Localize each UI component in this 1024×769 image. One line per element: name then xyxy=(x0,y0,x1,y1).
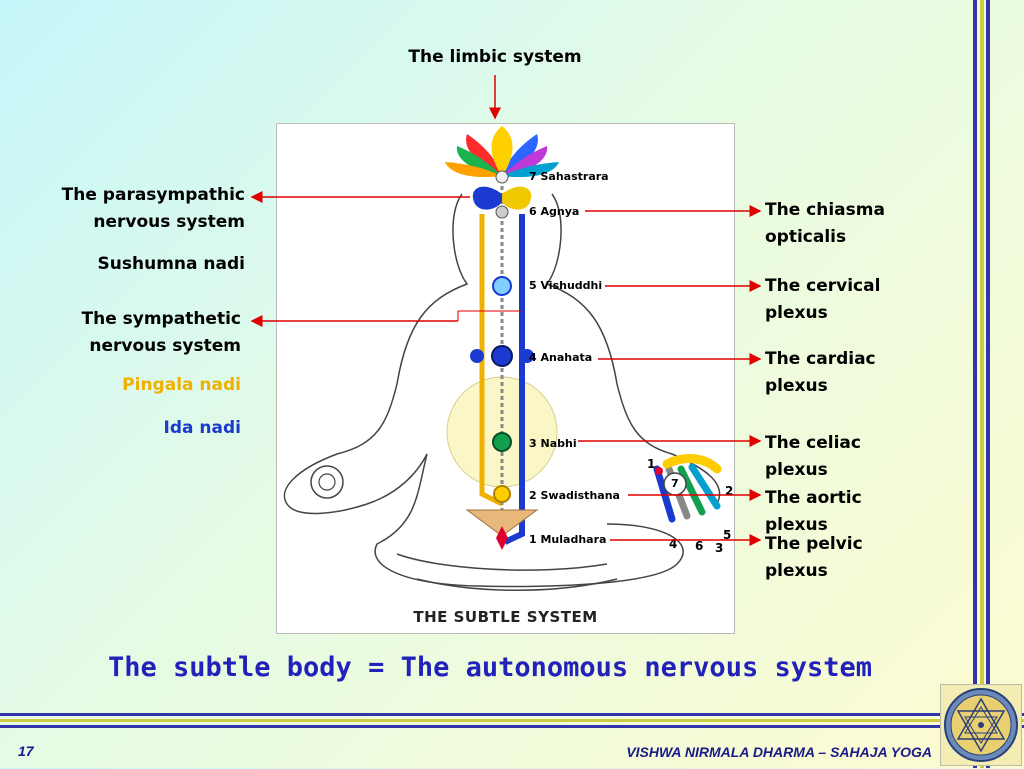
label-pelvic-line1: The pelvic xyxy=(765,534,863,554)
ida-channel xyxy=(503,214,525,545)
label-cardiac-line2: plexus xyxy=(765,376,828,396)
label-cervical: The cervical plexus xyxy=(765,273,880,327)
label-parasympathetic-line2: nervous system xyxy=(93,212,245,232)
chakra-anahata-right xyxy=(520,349,534,363)
label-sushumna: Sushumna nadi xyxy=(97,254,245,274)
label-cardiac: The cardiac plexus xyxy=(765,346,876,400)
hand-number-2: 2 xyxy=(725,484,734,498)
label-chiasma-line1: The chiasma xyxy=(765,200,885,220)
right-hand xyxy=(653,454,722,523)
frame-line xyxy=(973,0,977,768)
sahastrara-lotus xyxy=(445,126,559,178)
label-cervical-line1: The cervical xyxy=(765,276,881,296)
hand-number-3: 3 xyxy=(715,541,724,555)
label-celiac: The celiac plexus xyxy=(765,430,861,484)
label-chiasma-line2: opticalis xyxy=(765,227,847,247)
chakra-swadisthana-node xyxy=(493,485,511,503)
frame-line xyxy=(980,0,984,768)
chakra-label-vishuddhi: 5 Vishuddhi xyxy=(529,279,603,292)
pingala-channel xyxy=(479,214,504,507)
subtle-system-diagram: 7 Sahastrara 6 Agnya 5 Vishuddhi 4 Anaha… xyxy=(276,123,735,634)
label-aortic: The aortic plexus xyxy=(765,485,862,539)
chakra-label-sahastrara: 7 Sahastrara xyxy=(529,170,609,183)
sympathetic-bracket xyxy=(457,310,522,321)
hand-number-4: 4 xyxy=(669,537,678,551)
chakra-anahata-left xyxy=(470,349,484,363)
label-aortic-line2: plexus xyxy=(765,515,828,535)
frame-line xyxy=(0,719,1024,722)
label-pelvic-line2: plexus xyxy=(765,561,828,581)
label-parasympathetic-line1: The parasympathic xyxy=(61,185,245,205)
left-hand-inner xyxy=(318,473,336,491)
label-cervical-line2: plexus xyxy=(765,303,828,323)
slide-title: The subtle body = The autonomous nervous… xyxy=(107,652,872,683)
label-limbic-system: The limbic system xyxy=(408,47,582,67)
sri-yantra-logo xyxy=(940,684,1022,766)
label-parasympathetic: The parasympathic nervous system xyxy=(20,182,245,236)
chakra-anahata-node xyxy=(491,345,513,367)
label-sympathetic-line2: nervous system xyxy=(89,336,241,356)
frame-line xyxy=(0,713,1024,716)
chakra-vishuddhi-node xyxy=(492,276,512,296)
chakra-label-agnya: 6 Agnya xyxy=(529,205,580,218)
hand-number-center: 7 xyxy=(671,477,679,490)
chakra-nabhi-node xyxy=(492,432,512,452)
hand-number-5: 5 xyxy=(723,528,732,542)
meditating-figure xyxy=(283,193,721,591)
label-chiasma: The chiasma opticalis xyxy=(765,197,885,251)
label-celiac-line2: plexus xyxy=(765,460,828,480)
frame-line xyxy=(986,0,990,768)
chakra-label-nabhi: 3 Nabhi xyxy=(529,437,577,450)
label-pingala: Pingala nadi xyxy=(122,375,241,395)
label-cardiac-line1: The cardiac xyxy=(765,349,876,369)
agnya-right-wing xyxy=(502,186,532,210)
slide-number: 17 xyxy=(18,743,34,759)
left-hand-disc xyxy=(310,465,344,499)
label-aortic-line1: The aortic xyxy=(765,488,862,508)
chakra-agnya-node xyxy=(495,205,509,219)
label-pelvic: The pelvic plexus xyxy=(765,531,863,585)
footer-organization: VISHWA NIRMALA DHARMA – SAHAJA YOGA xyxy=(626,744,932,760)
hand-number-1: 1 xyxy=(647,457,656,471)
hand-number-6: 6 xyxy=(695,539,704,553)
label-ida: Ida nadi xyxy=(163,418,241,438)
kundalini-triangle xyxy=(465,509,539,537)
label-sympathetic: The sympathetic nervous system xyxy=(20,306,242,360)
diagram-caption: THE SUBTLE SYSTEM xyxy=(413,608,598,626)
label-sympathetic-line1: The sympathetic xyxy=(81,309,242,329)
label-celiac-line1: The celiac xyxy=(765,433,861,453)
chakra-label-swadisthana: 2 Swadisthana xyxy=(529,489,620,502)
frame-line xyxy=(0,725,1024,728)
chakra-muladhara-node xyxy=(496,526,508,550)
chakra-label-muladhara: 1 Muladhara xyxy=(529,533,607,546)
chakra-sahastrara-node xyxy=(495,170,509,184)
agnya-left-wing xyxy=(472,186,502,210)
chakra-label-anahata: 4 Anahata xyxy=(529,351,593,364)
